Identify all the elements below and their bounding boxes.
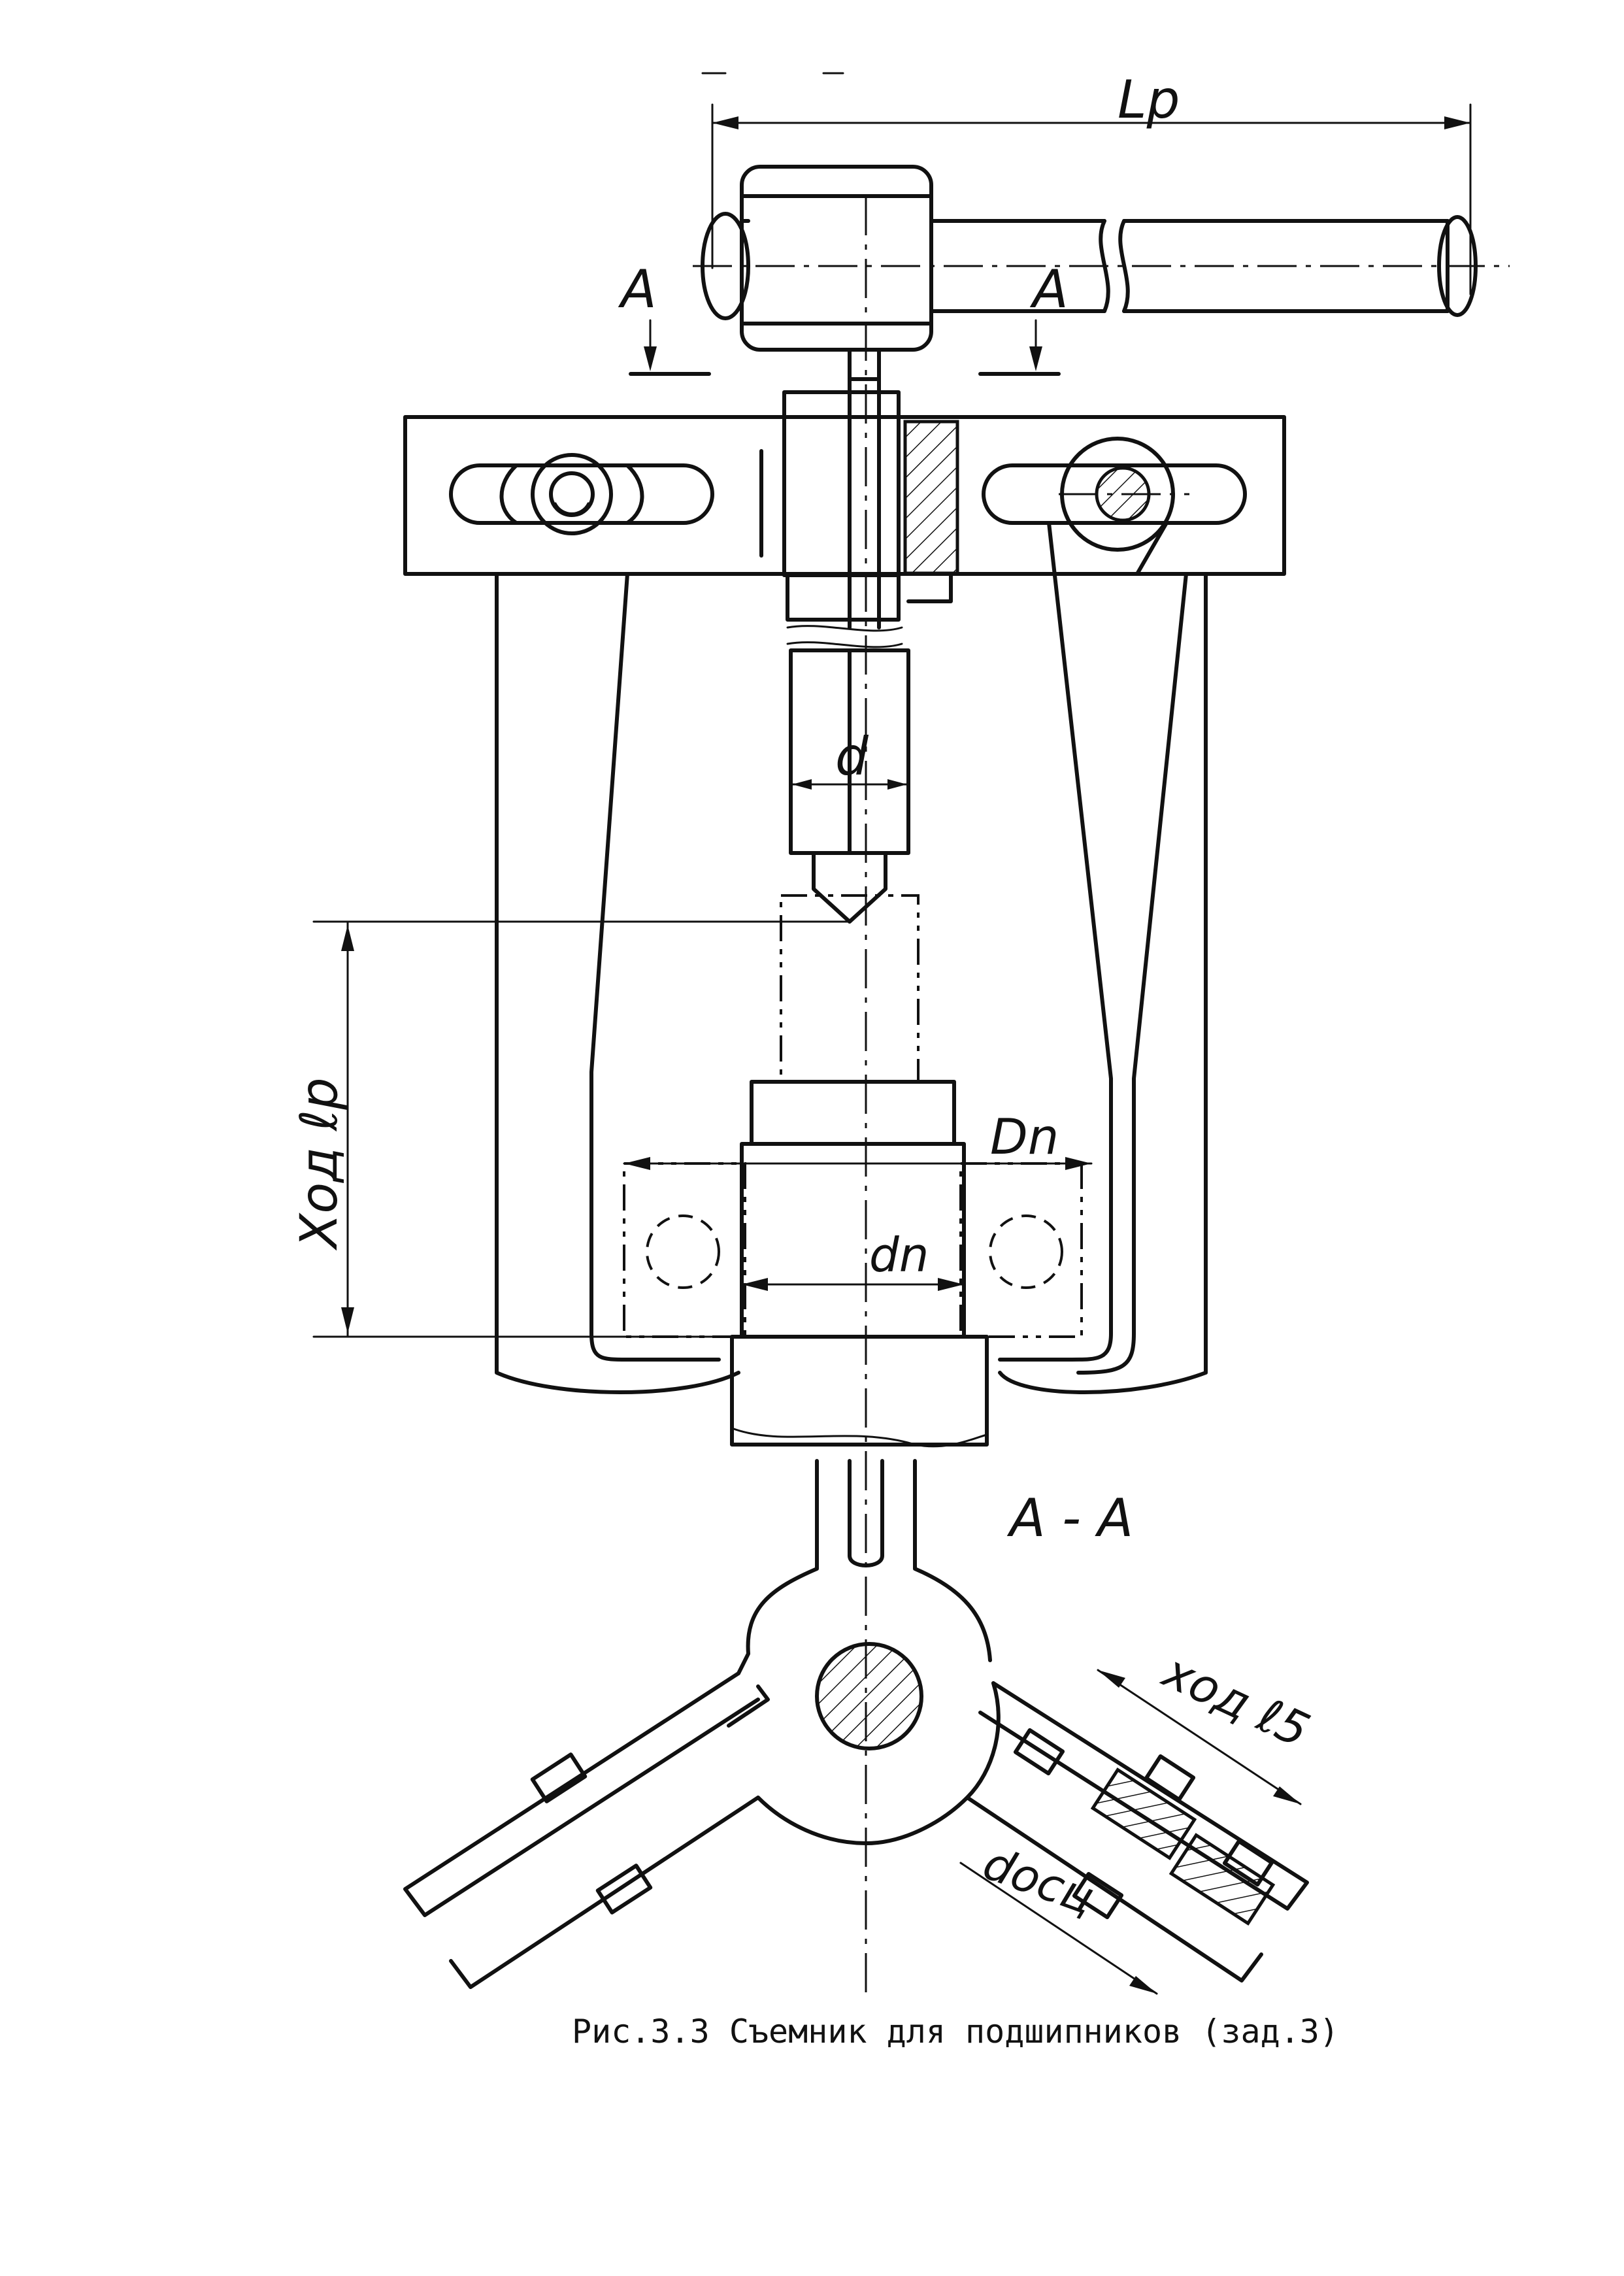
label-section-aa: А - А bbox=[1006, 1488, 1133, 1548]
dimension-dn-inner: dn bbox=[740, 1228, 965, 1291]
bearing-assembly bbox=[623, 894, 1083, 1448]
dimension-d-axis: dосц bbox=[959, 1836, 1158, 1995]
label-d: d bbox=[835, 726, 869, 787]
label-section-a-left: A bbox=[618, 259, 657, 320]
section-view bbox=[403, 1459, 1309, 1989]
left-leg bbox=[495, 572, 740, 1394]
dimension-dn-outer: Dn bbox=[623, 1108, 1093, 1170]
screw-shaft: d bbox=[786, 348, 953, 924]
tommy-bar bbox=[701, 212, 1478, 320]
label-dn-inner: dn bbox=[869, 1228, 929, 1282]
wing-nut bbox=[499, 453, 644, 535]
section-mark-left: A bbox=[618, 259, 711, 376]
section-mark-right: A bbox=[978, 259, 1069, 376]
label-travel-l5: ход ℓ5 bbox=[1154, 1643, 1317, 1758]
label-travel-lr: Ход ℓр bbox=[290, 1077, 349, 1251]
figure-caption: Рис.3.3 Съемник для подшипников (зад.3) bbox=[572, 2013, 1339, 2050]
label-section-a-right: A bbox=[1029, 259, 1069, 320]
screw-head bbox=[740, 165, 933, 352]
label-dn-outer: Dn bbox=[990, 1108, 1059, 1165]
label-lp: Lp bbox=[1118, 69, 1180, 130]
right-leg bbox=[998, 521, 1208, 1394]
crossbar bbox=[403, 390, 1286, 577]
dimension-travel-lr: Ход ℓр bbox=[290, 920, 851, 1338]
pivot-pin bbox=[1059, 437, 1189, 552]
dimension-lp: Lp bbox=[711, 69, 1472, 295]
label-d-axis: dосц bbox=[976, 1836, 1101, 1925]
